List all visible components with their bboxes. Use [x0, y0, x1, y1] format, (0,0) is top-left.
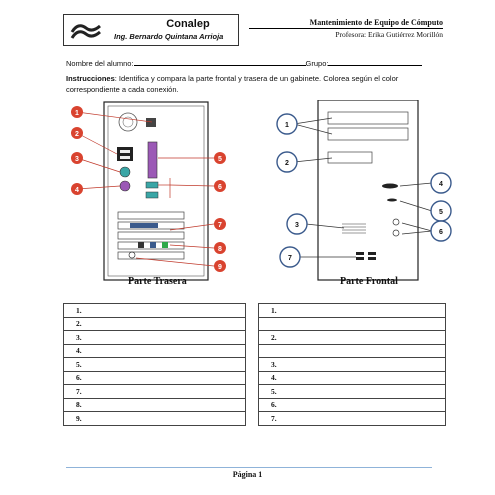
front-cabinet	[317, 100, 419, 281]
serial-port-icon	[145, 181, 159, 189]
answer-cell[interactable]: 3.	[63, 330, 246, 345]
professor-name: Profesora: Erika Gutiérrez Morillón	[335, 30, 443, 39]
answer-row: 3.	[63, 330, 246, 345]
answer-row: 7.	[258, 411, 446, 426]
svg-text:6: 6	[439, 229, 443, 236]
svg-text:1: 1	[285, 122, 289, 129]
ps2-keyboard-icon	[119, 180, 131, 192]
network-port-icon	[138, 242, 144, 248]
answer-row: 2.	[258, 330, 446, 345]
svg-text:3: 3	[75, 156, 79, 163]
instructions-text: : Identifica y compara la parte frontal …	[66, 74, 399, 94]
power-connector-icon	[146, 118, 156, 127]
svg-text:8: 8	[218, 246, 222, 253]
student-info-row: Nombre del alumno: Grupo:	[66, 58, 423, 68]
answer-row: 7.	[63, 384, 246, 399]
svg-text:5: 5	[439, 209, 443, 216]
svg-text:4: 4	[75, 187, 79, 194]
rear-cabinet	[103, 101, 209, 281]
teacher-name: Ing. Bernardo Quintana Arrioja	[114, 32, 224, 41]
name-label: Nombre del alumno:	[66, 59, 134, 68]
answer-row: 5.	[63, 357, 246, 372]
power-button-icon	[382, 183, 398, 189]
rear-caption: Parte Trasera	[128, 276, 187, 287]
floppy-bay	[327, 151, 373, 164]
answer-row	[258, 343, 446, 358]
group-label: Grupo:	[305, 59, 329, 68]
answer-row: 1.	[258, 303, 446, 318]
instructions-label: Instrucciones	[66, 74, 115, 83]
answer-cell[interactable]: 1.	[258, 303, 446, 318]
footer-rule	[66, 467, 432, 468]
game-port-icon	[128, 251, 136, 259]
front-usb-icon	[356, 252, 364, 255]
course-title: Mantenimiento de Equipo de Cómputo	[309, 18, 443, 29]
answer-cell[interactable]: 6.	[258, 397, 446, 412]
conalep-logo-icon	[70, 24, 101, 39]
answer-cell[interactable]: 1.	[63, 303, 246, 318]
answer-cell[interactable]: 2.	[258, 330, 446, 345]
svg-text:6: 6	[218, 184, 222, 191]
svg-text:9: 9	[218, 264, 222, 271]
answer-row: 6.	[258, 397, 446, 412]
answer-cell[interactable]: 6.	[63, 370, 246, 385]
answer-cell[interactable]: 5.	[258, 384, 446, 399]
rear-answer-table: 1.2.3.4.5.6.7.8.9.	[63, 303, 246, 426]
answer-row: 3.	[258, 357, 446, 372]
answer-row: 2.	[63, 316, 246, 331]
svg-text:4: 4	[439, 181, 443, 188]
answer-cell[interactable]: 4.	[258, 370, 446, 385]
page-number: Página 1	[232, 470, 263, 479]
school-name: Conalep	[166, 18, 210, 30]
answer-cell[interactable]: 2.	[63, 316, 246, 331]
led-icon	[392, 218, 400, 226]
vga-port-icon	[130, 223, 158, 228]
answer-cell[interactable]: 7.	[258, 411, 446, 426]
answer-row: 1.	[63, 303, 246, 318]
vent-icon	[342, 223, 366, 234]
drive-bay	[327, 111, 409, 125]
reset-button-icon	[387, 198, 397, 202]
rear-markers: 1 2 3 4 5 6 7 8 9	[71, 106, 226, 272]
fan-icon	[118, 112, 138, 132]
answer-row: 9.	[63, 411, 246, 426]
answer-cell[interactable]: 7.	[63, 384, 246, 399]
svg-text:2: 2	[285, 160, 289, 167]
svg-text:7: 7	[288, 255, 292, 262]
answer-cell[interactable]: 9.	[63, 411, 246, 426]
answer-cell[interactable]: 5.	[63, 357, 246, 372]
group-blank[interactable]	[328, 58, 423, 66]
name-blank[interactable]	[133, 58, 306, 66]
answer-cell[interactable]: 4.	[63, 343, 246, 358]
parallel-port-icon	[147, 141, 158, 179]
answer-cell[interactable]: 3.	[258, 357, 446, 372]
answer-row: 6.	[63, 370, 246, 385]
answer-row: 5.	[258, 384, 446, 399]
instructions: Instrucciones: Identifica y compara la p…	[66, 73, 446, 95]
answer-cell[interactable]: 8.	[63, 397, 246, 412]
cabinet-diagram: 1 2 3 4 5 6 7 8 9	[71, 100, 452, 281]
answer-row: 4.	[63, 343, 246, 358]
header-box: Conalep Ing. Bernardo Quintana Arrioja	[63, 14, 239, 46]
svg-text:3: 3	[295, 222, 299, 229]
answer-row: 8.	[63, 397, 246, 412]
rear-callout-lines	[76, 111, 215, 267]
front-answer-table: 1. 2. 3.4.5.6.7.	[258, 303, 446, 426]
header-right: Mantenimiento de Equipo de Cómputo Profe…	[309, 18, 443, 39]
answer-cell[interactable]	[258, 316, 446, 331]
front-caption: Parte Frontal	[340, 276, 398, 287]
front-callout-lines	[293, 117, 433, 258]
answer-cell[interactable]	[258, 343, 446, 358]
expansion-slot	[117, 211, 185, 220]
svg-text:7: 7	[218, 222, 222, 229]
audio-port-icon	[162, 242, 168, 248]
svg-text:5: 5	[218, 156, 222, 163]
svg-text:2: 2	[75, 131, 79, 138]
svg-text:1: 1	[75, 110, 79, 117]
ps2-mouse-icon	[119, 166, 131, 178]
answer-row: 4.	[258, 370, 446, 385]
answer-row	[258, 316, 446, 331]
front-markers: 1 2 4 5 6 3 7	[276, 113, 452, 268]
